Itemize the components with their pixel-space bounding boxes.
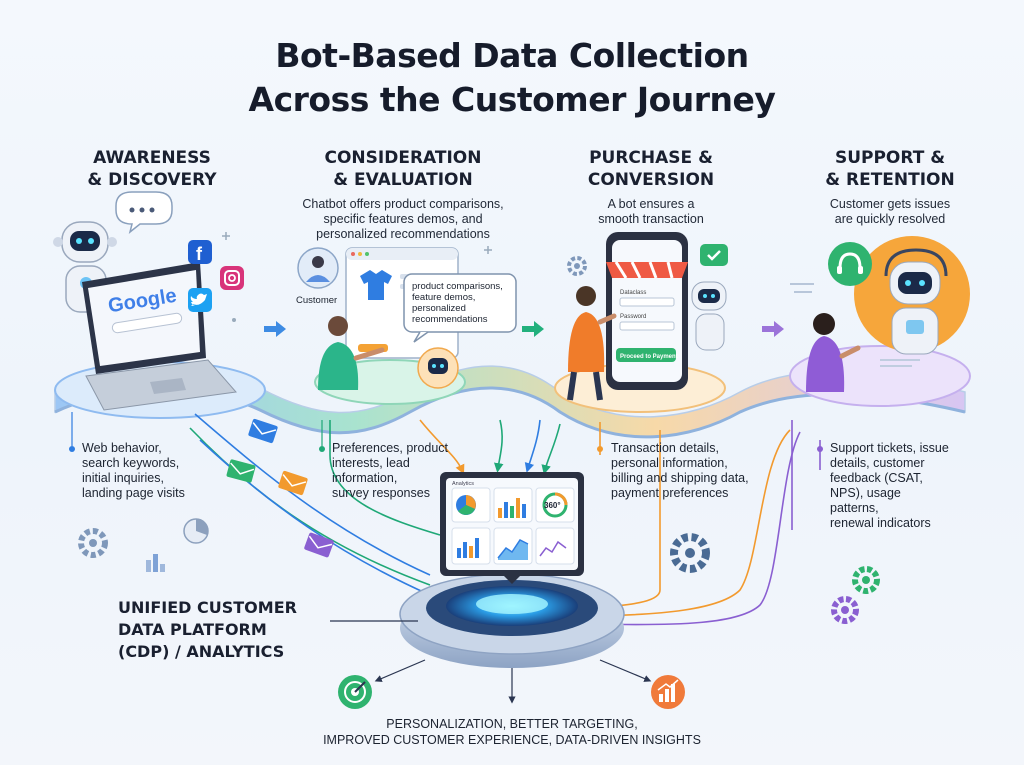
outcome-arrow	[599, 659, 652, 682]
speech-bubble-recommendations	[403, 273, 517, 343]
robot-support-icon	[884, 248, 948, 355]
bot-avatar-icon	[417, 347, 459, 389]
stage-heading-awareness: AWARENESS& DISCOVERY	[87, 148, 217, 190]
cdp-label: UNIFIED CUSTOMER DATA PLATFORM (CDP) / A…	[118, 598, 297, 661]
stage-description-consideration: Chatbot offers product comparisons,speci…	[302, 197, 504, 241]
dashboard-icon	[440, 472, 584, 584]
arrow-1-icon	[264, 321, 286, 337]
email-icon	[226, 459, 256, 483]
person-consideration	[318, 316, 385, 390]
dashboard-header: Analytics	[452, 481, 474, 487]
form-field-label: Dataclass	[620, 290, 646, 296]
bullet-dot	[69, 446, 75, 452]
arrow-3-icon	[762, 321, 784, 337]
page-title: Bot-Based Data Collection Across the Cus…	[248, 36, 776, 119]
facebook-icon: f	[188, 240, 212, 264]
outcome-text: PERSONALIZATION, BETTER TARGETING, IMPRO…	[323, 717, 701, 747]
robot-purchase-icon	[691, 281, 727, 351]
twitter-icon	[188, 288, 212, 312]
stage-heading-purchase: PURCHASE &CONVERSION	[587, 148, 715, 190]
gear-icon	[567, 256, 587, 276]
laptop-icon	[82, 262, 237, 411]
gear-icon	[831, 596, 859, 624]
email-icon	[278, 470, 308, 496]
growth-chart-icon	[651, 675, 685, 709]
shopping-phone-icon	[606, 232, 688, 390]
bullet-dot	[319, 446, 325, 452]
dashboard-metric: 360°	[544, 501, 561, 510]
cdp-platform	[399, 573, 625, 668]
mini-bar-icon	[146, 554, 165, 572]
instagram-icon	[220, 266, 244, 290]
check-chat-icon	[700, 244, 728, 266]
recommendation-bubble-text: product comparisons, feature demos, pers…	[412, 281, 503, 325]
svg-text:f: f	[196, 244, 203, 264]
person-purchase	[567, 286, 617, 401]
form-field-label: Password	[620, 314, 646, 320]
gear-icon	[78, 528, 108, 558]
outcome-arrow	[374, 659, 426, 682]
target-icon	[338, 675, 372, 709]
customer-label: Customer	[296, 295, 338, 306]
stage-heading-consideration: CONSIDERATION& EVALUATION	[324, 148, 482, 190]
tshirt-icon	[360, 270, 392, 300]
bullet-dot	[597, 446, 603, 452]
stage-heading-support: SUPPORT && RETENTION	[825, 148, 955, 190]
data-points-awareness: Web behavior,search keywords, initial in…	[82, 441, 185, 500]
gear-icon	[852, 566, 880, 594]
email-icon	[304, 532, 334, 558]
bullet-dot	[817, 446, 823, 452]
headset-icon	[828, 242, 872, 286]
data-points-purchase: Transaction details,personal information…	[611, 441, 749, 500]
email-icon	[248, 418, 278, 444]
pie-widget-icon	[183, 518, 209, 544]
data-flow-lines	[189, 413, 821, 629]
person-support	[806, 313, 861, 392]
arrow-2-icon	[522, 321, 544, 337]
chat-bubble-icon	[115, 191, 173, 234]
gear-icon	[670, 533, 710, 573]
payment-button: Proceed to Payment	[620, 354, 678, 360]
